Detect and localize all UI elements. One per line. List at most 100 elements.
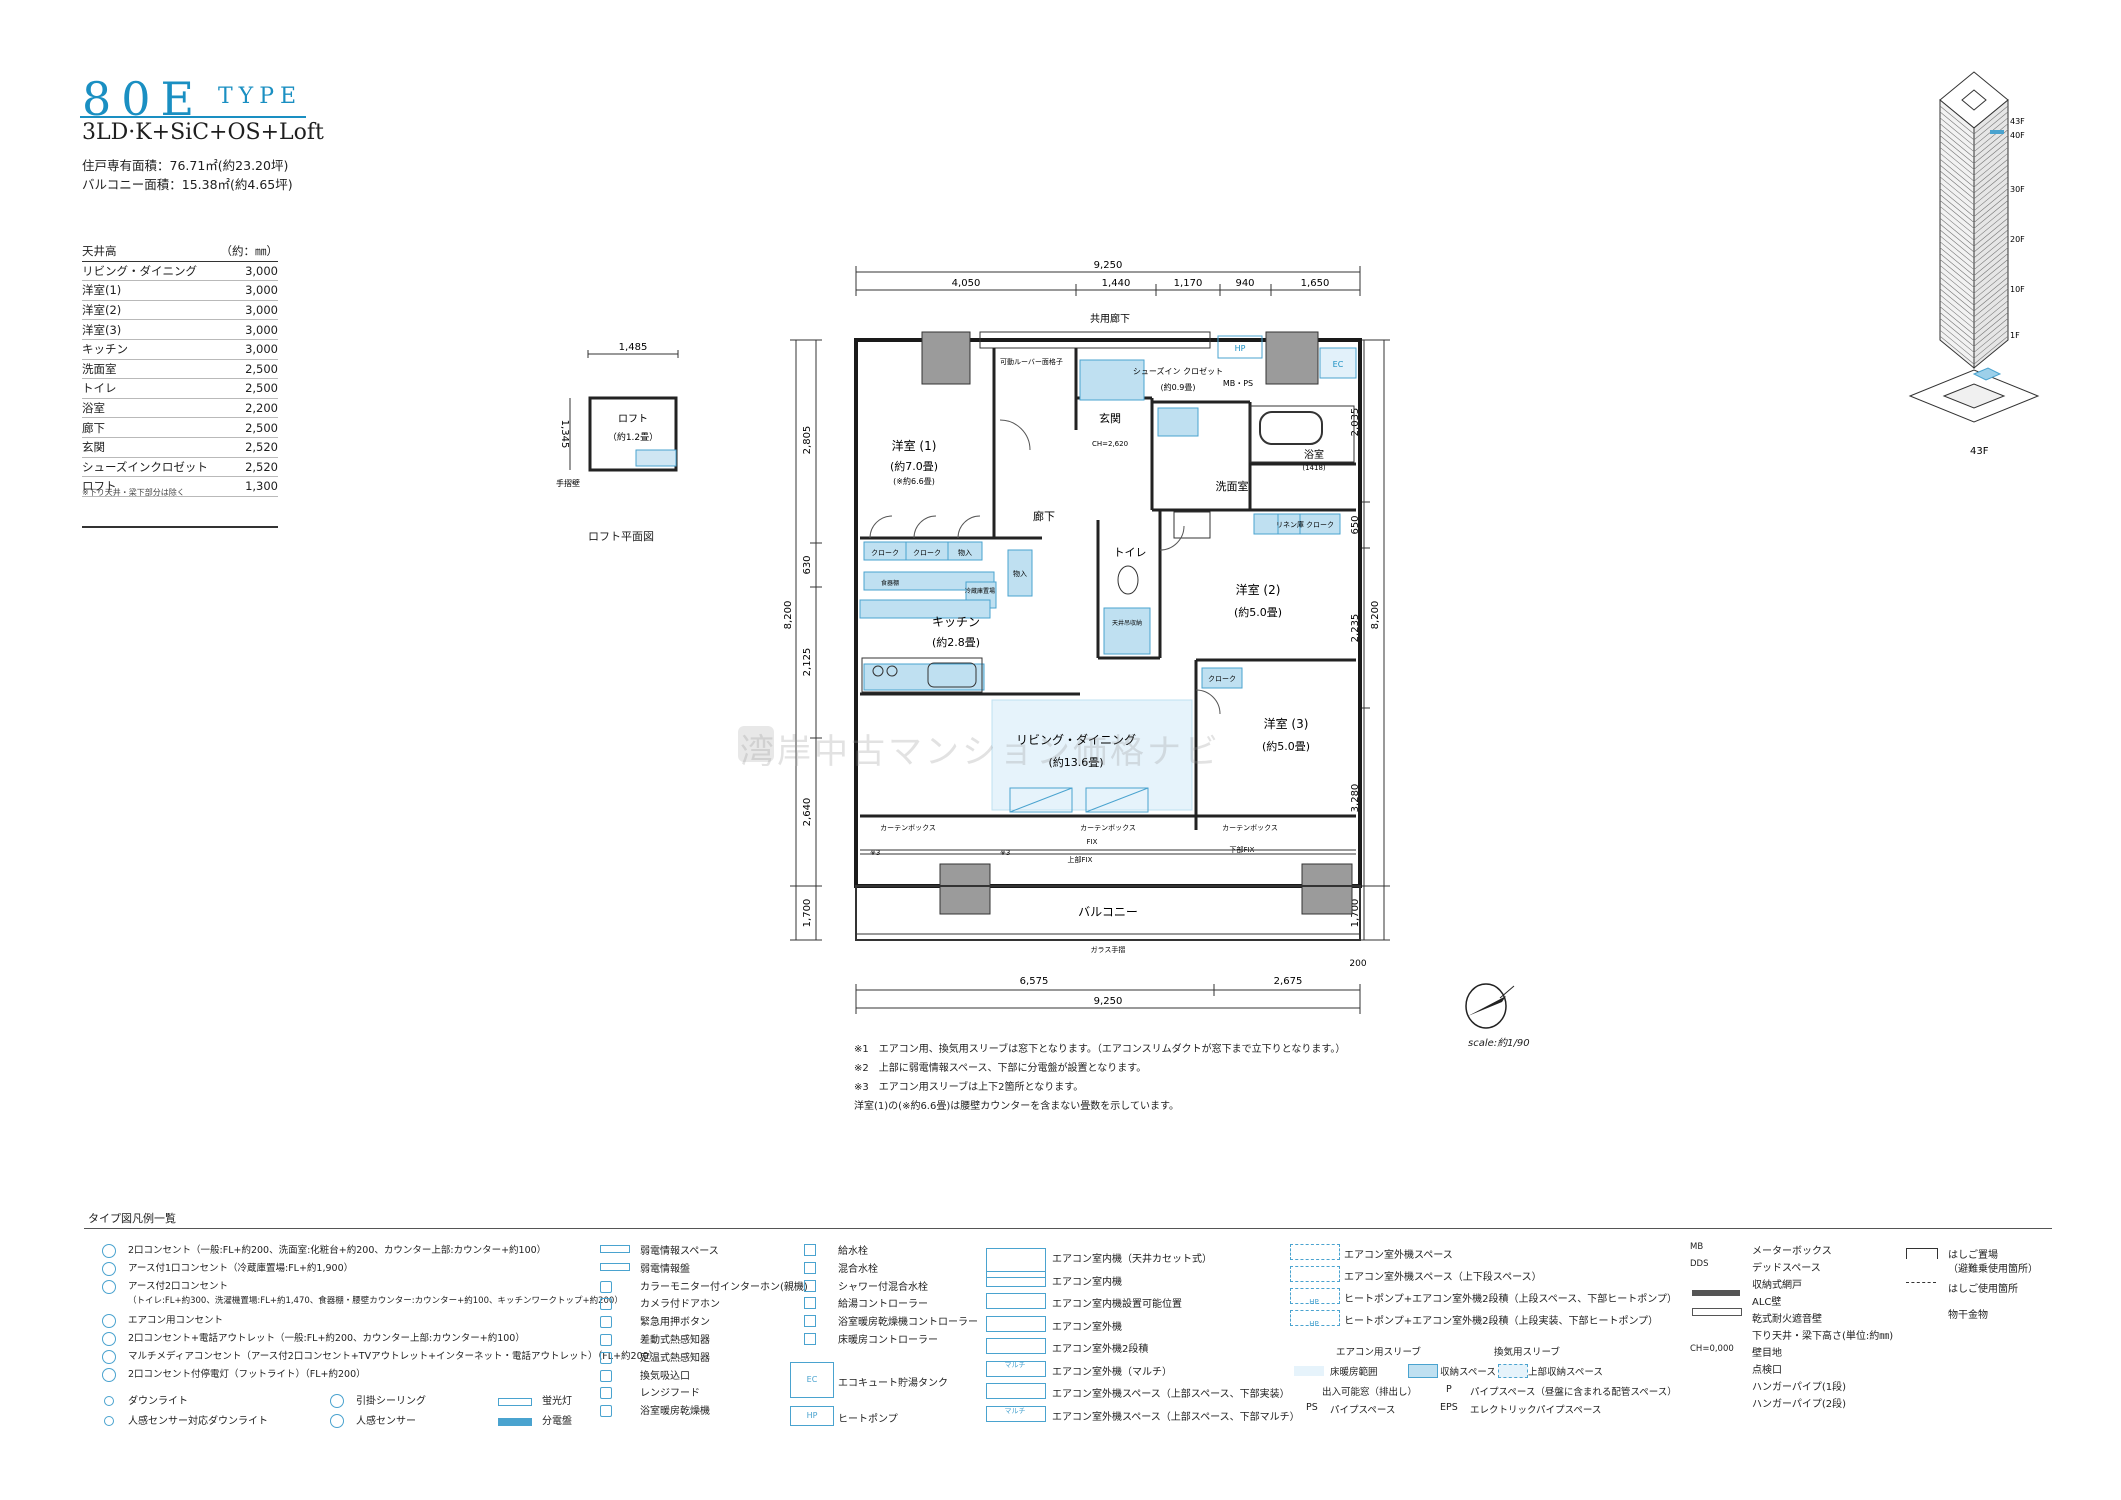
legend-item: エアコン室内機 (1052, 1276, 1122, 1288)
room-western1-size: (約7.0畳) (890, 459, 938, 473)
legend-item: エアコン室外機（マルチ） (1052, 1366, 1172, 1378)
legend-item: 2口コンセント（一般:FL+約200、洗面室:化粧台+約200、カウンター上部:… (128, 1245, 547, 1256)
floor-line (1973, 312, 2009, 341)
floor-1f: 1F (2010, 331, 2020, 340)
floor-line (1973, 211, 2009, 241)
floor-line (1973, 111, 2009, 141)
ceiling-unit: （約：㎜） (216, 242, 278, 262)
louver-label: 可動ルーバー面格子 (1000, 357, 1063, 366)
room-sic-size: (約0.9畳) (1161, 382, 1196, 392)
ceiling-room: 玄関 (82, 437, 217, 458)
legend-code: P (1446, 1384, 1452, 1395)
ceiling-note: ※下り天井・梁下部分は除く (82, 488, 185, 497)
floor-line (1939, 194, 1975, 223)
legend-item: 床暖房範囲 (1330, 1367, 1378, 1378)
floor-line (1973, 235, 2009, 265)
ceiling-row: 洋室(2)3,000 (82, 300, 278, 321)
legend-item: 壁目地 (1752, 1348, 1782, 1359)
legend-item: エアコン室内機設置可能位置 (1052, 1299, 1182, 1310)
legend-item: エアコン室外機2段積 (1052, 1344, 1149, 1355)
dim-left-total: 8,200 (783, 601, 794, 630)
floor-line (1973, 152, 2009, 182)
legend-code: EPS (1440, 1402, 1458, 1413)
ceiling-room: 洋室(3) (82, 319, 217, 340)
floor-line (1973, 229, 2009, 259)
floor-20f: 20F (2010, 235, 2025, 244)
legend-item: カメラ付ドアホン (640, 1299, 720, 1311)
watermark: 湾岸中古マンション価格ナビ (740, 732, 1221, 772)
floor-line (1939, 276, 1975, 306)
dim-right-2: 650 (1350, 515, 1361, 534)
legend-item: マルチメディアコンセント（アース付2口コンセント+TVアウトレット+インターネッ… (128, 1351, 659, 1362)
floor-line (1939, 294, 1975, 324)
legend-item: シャワー付混合水栓 (838, 1281, 928, 1293)
floor-line (1939, 318, 1975, 347)
legend-item: 収納スペース (1440, 1367, 1496, 1378)
floor-line (1939, 188, 1975, 217)
ceiling-height: 2,520 (216, 437, 278, 458)
legend-item: （避難乗使用箇所） (1948, 1264, 2038, 1275)
floor-line (1939, 235, 1975, 265)
floor-line (1973, 194, 2009, 223)
loft-rail-label: 手摺壁 (556, 478, 580, 488)
floor-line (1973, 176, 2009, 206)
legend-item: 人感センサー対応ダウンライト (128, 1416, 268, 1427)
loft-width-dim: 1,485 (619, 342, 648, 353)
ceiling-height: 2,500 (216, 378, 278, 399)
floor-line (1939, 111, 1975, 141)
legend-item: ハンガーパイプ(2段) (1752, 1399, 1847, 1410)
floor-line (1939, 147, 1975, 176)
room-western1: 洋室 (1) (892, 438, 937, 453)
glass-rail-label: ガラス手摺 (1091, 945, 1126, 954)
legend-item: 出入可能窓（排出し） (1322, 1387, 1418, 1398)
note3-label-1: ※3 (870, 849, 880, 857)
legend-item: アース付1口コンセント（冷蔵庫置場:FL+約1,900） (128, 1263, 354, 1274)
legend-item: 換気用スリーブ (1494, 1347, 1560, 1358)
fluorescent-icon (498, 1398, 532, 1406)
hanging-label: 天井吊収納 (1112, 619, 1142, 627)
dim-right-4: 3,280 (1350, 784, 1361, 813)
floor-43f: 43F (2010, 117, 2025, 126)
loft-caption: ロフト平面図 (588, 530, 654, 543)
floor-line (1973, 335, 2009, 365)
closet-label-4: クローク (1208, 675, 1236, 683)
floor-line (1939, 247, 1975, 276)
dim-bottom-2: 2,675 (1274, 976, 1303, 987)
legend-symbol-icon (600, 1280, 612, 1293)
legend-code: MB (1690, 1242, 1704, 1252)
room-living-size: (約13.6畳) (1048, 755, 1103, 769)
legend-item: 浴室暖房乾燥機 (640, 1406, 710, 1418)
ceiling-room: ロフト (82, 476, 217, 497)
room-western1-note: (※約6.6畳) (893, 476, 935, 486)
floor-line (1973, 105, 2009, 135)
floor-line (1973, 324, 2009, 353)
legend-item: パイプスペース (1330, 1405, 1396, 1416)
legend-rule (84, 1228, 2052, 1229)
floor-40f: 40F (2010, 131, 2025, 140)
note-1: ※1 エアコン用、換気用スリーブは窓下となります。（エアコンスリムダクトが窓下ま… (854, 1044, 1346, 1055)
room-western2-size: (約5.0畳) (1234, 605, 1282, 619)
floor-line (1939, 223, 1975, 253)
room-western3: 洋室 (3) (1264, 716, 1309, 731)
floor-line (1973, 259, 2009, 288)
floor-line (1973, 247, 2009, 276)
ladder-storage-icon (1906, 1248, 1938, 1259)
outlet-icon (102, 1262, 116, 1276)
legend-item: ヒートポンプ (838, 1414, 898, 1425)
ecocute-icon: EC (790, 1362, 834, 1398)
legend-item: ALC壁 (1752, 1297, 1782, 1308)
room-balcony: バルコニー (1078, 905, 1138, 919)
dim-left-3: 2,125 (802, 648, 813, 677)
floor-line (1973, 188, 2009, 217)
floor-line (1973, 270, 2009, 300)
floor-line (1939, 123, 1975, 152)
ceiling-height: 2,520 (216, 457, 278, 478)
legend-item: 物干金物 (1948, 1310, 1988, 1321)
floor-line (1939, 200, 1975, 229)
dim-right-3: 2,235 (1350, 614, 1361, 643)
corridor-label: 共用廊下 (1090, 312, 1130, 325)
room-sic: シューズイン クロゼット (1133, 366, 1223, 376)
floor-line (1939, 312, 1975, 341)
room-bath-size: (1418) (1302, 464, 1326, 472)
